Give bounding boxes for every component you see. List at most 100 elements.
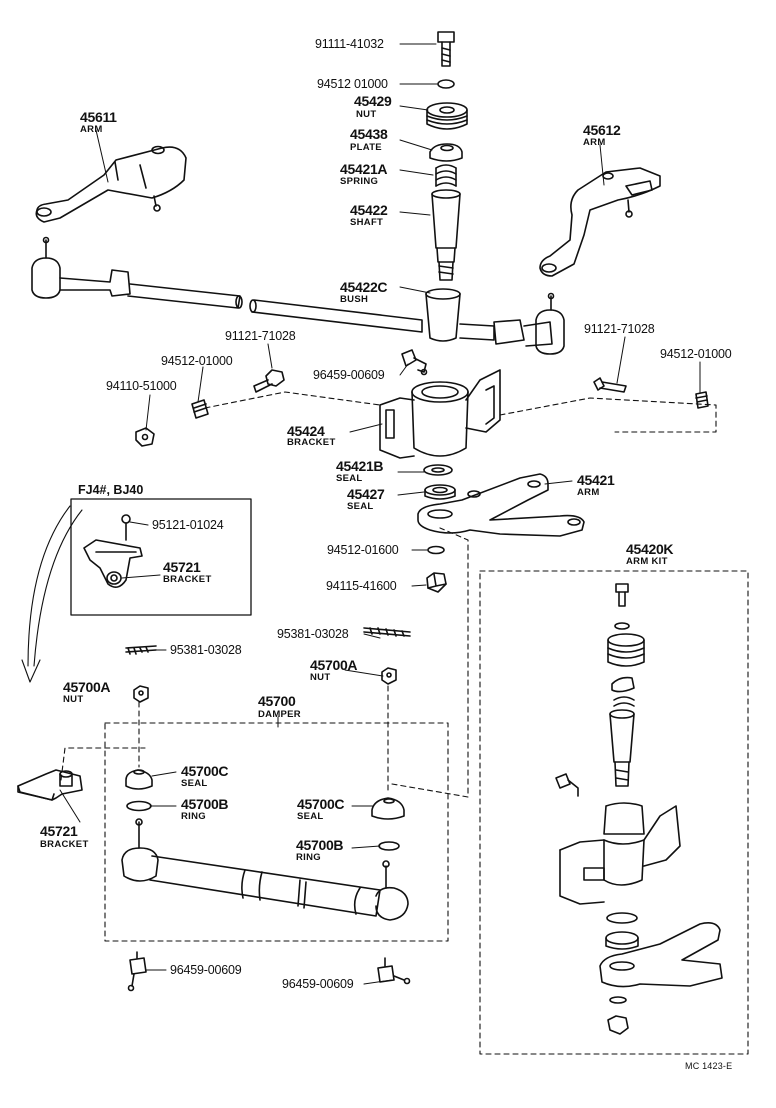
seal-45427-shape — [424, 484, 456, 500]
bolt-91111-shape — [437, 31, 455, 67]
seal-45700C-right-shape — [371, 797, 405, 820]
label-45700A-right: 45700A — [310, 657, 358, 673]
label-96459-00609-bottom-right: 96459-00609 — [282, 977, 354, 991]
name-45420K: ARM KIT — [626, 556, 668, 567]
label-94115-41600: 94115-41600 — [326, 579, 397, 593]
name-45422C: BUSH — [340, 294, 369, 305]
name-45421: ARM — [577, 487, 600, 498]
name-45438: PLATE — [350, 142, 382, 153]
pin-95381-right-shape — [363, 627, 411, 637]
nut-94512-left-shape — [191, 399, 209, 419]
bush-45422C-shape — [425, 288, 461, 342]
bolt-91121-left-shape — [253, 369, 285, 393]
nut-94110-shape — [135, 427, 155, 447]
seal-45700C-left-shape — [125, 769, 153, 790]
label-45429: 45429 — [354, 93, 392, 109]
name-45427: SEAL — [347, 501, 374, 512]
label-45700B-right: 45700B — [296, 837, 344, 853]
seal-45421B-shape — [423, 464, 453, 476]
ring-45700B-right-shape — [378, 841, 400, 851]
nut-94115-shape — [426, 572, 447, 593]
nut-45700A-right-shape — [381, 667, 397, 685]
ring-45700B-left-shape — [126, 800, 152, 812]
label-45421B: 45421B — [336, 458, 384, 474]
name-45700A-right: NUT — [310, 672, 331, 683]
grease-fitting-bl-shape — [127, 951, 147, 992]
name-45700A-left: NUT — [63, 694, 84, 705]
bracket-45721-inset-shape — [83, 539, 143, 588]
label-45427: 45427 — [347, 486, 385, 502]
name-45700B-right: RING — [296, 852, 321, 863]
washer-94512-01600-shape — [427, 545, 445, 555]
leader-lines — [59, 43, 701, 985]
label-94512-01600: 94512-01600 — [327, 543, 399, 557]
spring-45421A-shape — [435, 164, 457, 187]
label-45438: 45438 — [350, 126, 388, 142]
label-45700B-left: 45700B — [181, 796, 229, 812]
name-45721-inset: BRACKET — [163, 574, 212, 585]
label-96459-00609-mid: 96459-00609 — [313, 368, 385, 382]
label-94512-01000-left: 94512-01000 — [161, 354, 233, 368]
name-45612: ARM — [583, 137, 606, 148]
name-45721: BRACKET — [40, 839, 89, 850]
label-45612: 45612 — [583, 122, 621, 138]
name-45422: SHAFT — [350, 217, 384, 228]
bolt-91121-right-shape — [593, 377, 627, 393]
bracket-45721-shape — [17, 769, 83, 801]
inset-title: FJ4#, BJ40 — [78, 483, 144, 497]
label-45420K: 45420K — [626, 541, 674, 557]
label-94110-51000: 94110-51000 — [106, 379, 177, 393]
name-45421A: SPRING — [340, 176, 379, 187]
dashed-lines — [60, 391, 749, 1055]
shaft-45422-shape — [431, 189, 461, 281]
label-95381-03028-left: 95381-03028 — [170, 643, 242, 657]
bracket-45424-shape — [379, 369, 501, 459]
label-96459-00609-bottom-left: 96459-00609 — [170, 963, 242, 977]
arm-45611-shape — [35, 145, 187, 223]
plate-45438-shape — [429, 143, 463, 162]
label-45422: 45422 — [350, 202, 388, 218]
label-91121-71028-left: 91121-71028 — [225, 329, 296, 343]
label-45700A-left: 45700A — [63, 679, 111, 695]
pin-95381-left-shape — [125, 645, 157, 655]
label-45424: 45424 — [287, 423, 325, 439]
label-95121-01024: 95121-01024 — [152, 518, 224, 532]
label-45721-inset: 45721 — [163, 559, 201, 575]
name-45424: BRACKET — [287, 437, 336, 448]
grease-fitting-mid-shape — [401, 349, 428, 376]
nut-45429-shape — [426, 102, 468, 130]
label-45421: 45421 — [577, 472, 615, 488]
name-45611: ARM — [80, 124, 103, 135]
nut-94512-right-shape — [695, 391, 709, 409]
label-45422C: 45422C — [340, 279, 388, 295]
label-94512-01000-top: 94512 01000 — [317, 77, 388, 91]
tie-rod-shape — [31, 236, 565, 355]
inset-frame — [70, 498, 252, 616]
label-45700C-right: 45700C — [297, 796, 345, 812]
name-45429: NUT — [356, 109, 377, 120]
label-91121-71028-right: 91121-71028 — [584, 322, 655, 336]
label-95381-03028-right: 95381-03028 — [277, 627, 349, 641]
name-45700: DAMPER — [258, 709, 301, 720]
label-91111-41032: 91111-41032 — [315, 37, 384, 51]
diagram-code: MC 1423-E — [685, 1061, 733, 1071]
label-45700: 45700 — [258, 693, 296, 709]
label-45721: 45721 — [40, 823, 78, 839]
label-94512-01000-right: 94512-01000 — [660, 347, 732, 361]
arm-kit-assembly-shape — [555, 583, 723, 1035]
washer-94512-top-shape — [437, 79, 455, 89]
arm-45612-shape — [539, 167, 661, 277]
bolt-95121-shape — [121, 514, 131, 541]
name-45700B-left: RING — [181, 811, 206, 822]
label-45611: 45611 — [80, 109, 117, 125]
nut-45700A-left-shape — [133, 685, 149, 703]
arrow-shape — [21, 505, 83, 683]
name-45421B: SEAL — [336, 473, 363, 484]
arm-45421-shape — [417, 473, 585, 537]
name-45700C-left: SEAL — [181, 778, 208, 789]
damper-45700-shape — [121, 818, 409, 921]
name-45700C-right: SEAL — [297, 811, 324, 822]
label-45421A: 45421A — [340, 161, 388, 177]
grease-fitting-br-shape — [377, 957, 411, 985]
